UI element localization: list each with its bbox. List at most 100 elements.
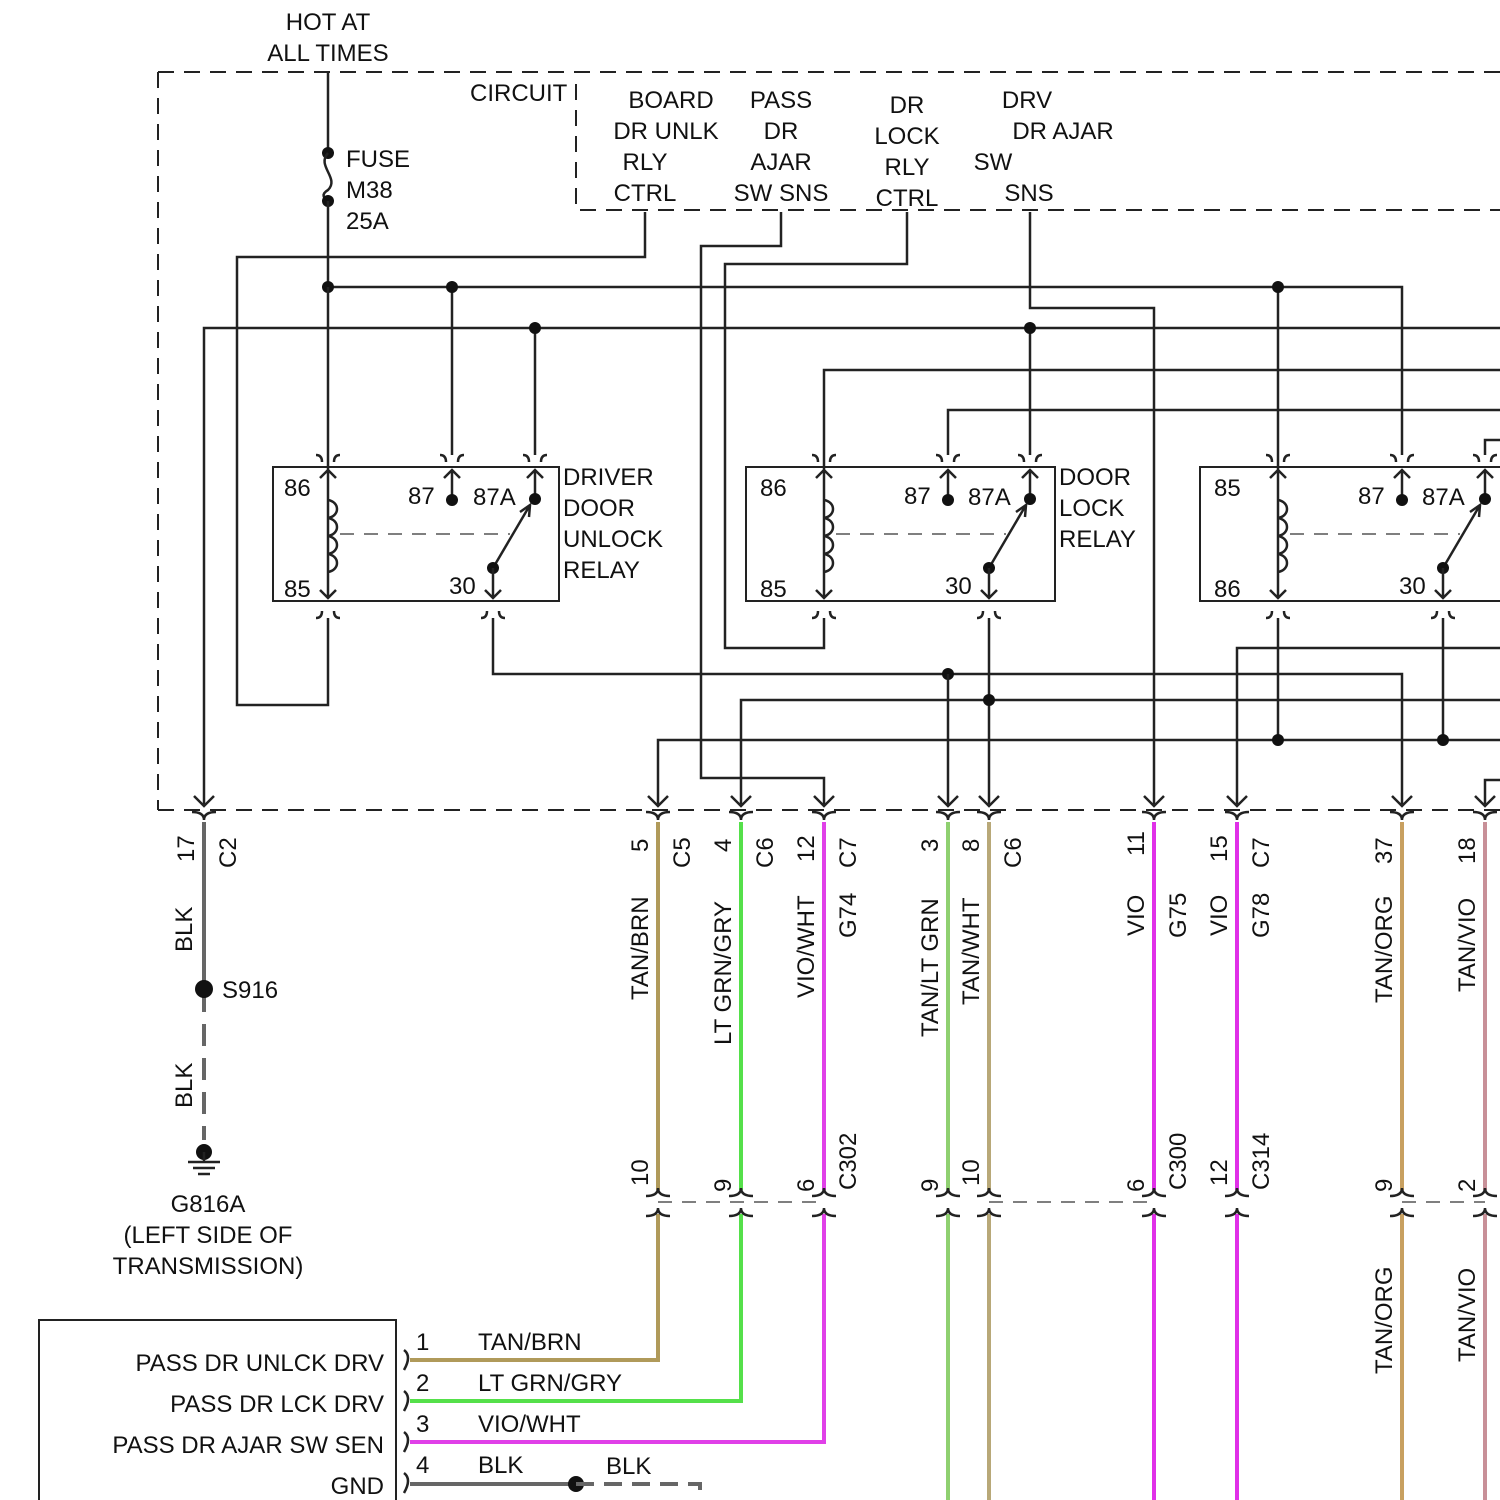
relay1-pin-86: 86 xyxy=(284,475,311,502)
wire-vio-2-label: VIO xyxy=(1206,895,1233,936)
relay3-pin-86: 86 xyxy=(1214,576,1241,603)
c2-wire: BLK xyxy=(171,907,198,952)
signal-drv-dr-ajar-line3: SW xyxy=(974,149,1013,176)
wire-tan-lt-grn-label: TAN/LT GRN xyxy=(917,898,944,1037)
relay3-pin-30: 30 xyxy=(1399,573,1426,600)
relay2-pin-85: 85 xyxy=(760,576,787,603)
pin-37: 37 xyxy=(1371,837,1398,864)
c5-wire: TAN/BRN xyxy=(627,896,654,1000)
c6b-conn: C6 xyxy=(1000,837,1027,868)
relay1-pin-87: 87 xyxy=(408,483,435,510)
signal-pass-dr-ajar-line4: SW SNS xyxy=(734,180,829,207)
splice-g74: G74 xyxy=(835,893,862,938)
relay2-pin-87: 87 xyxy=(904,483,931,510)
signal-drv-dr-ajar-line1: DRV xyxy=(1002,87,1052,114)
lower-connectors: 10 9 6 C302 9 10 6 C300 12 C314 9 2 TAN/… xyxy=(627,1133,1497,1374)
lower-conn-c300: C300 xyxy=(1165,1133,1192,1190)
signal-pass-dr-ajar-line2: DR xyxy=(764,118,799,145)
lower-pin-10a: 10 xyxy=(627,1159,654,1186)
relay1-pin-30: 30 xyxy=(449,573,476,600)
module-signal-labels: CIRCUIT BOARD DR UNLK RLY CTRL PASS DR A… xyxy=(470,80,1114,212)
pin-11: 11 xyxy=(1123,831,1150,856)
wire-vio-wht xyxy=(410,822,824,1442)
lower-conn-c314: C314 xyxy=(1248,1133,1275,1190)
wire-tan-brn xyxy=(410,822,658,1360)
signal-drv-dr-ajar-line2: DR AJAR xyxy=(1012,118,1113,145)
relay1-name-line4: RELAY xyxy=(563,557,640,584)
power-source: HOT AT ALL TIMES xyxy=(267,9,388,67)
power-label-line2: ALL TIMES xyxy=(267,40,388,67)
signal-pass-dr-ajar-line3: AJAR xyxy=(750,149,811,176)
module-pin-2: 2 xyxy=(416,1370,429,1397)
relay-door-lock: 86 87 87A 85 30 DOOR LOCK RELAY xyxy=(746,455,1136,618)
lower-wire-tan-vio: TAN/VIO xyxy=(1454,1268,1481,1362)
relay1-pin-87a: 87A xyxy=(473,484,516,511)
module-signal-lock: PASS DR LCK DRV xyxy=(170,1391,384,1418)
ground-name: G816A xyxy=(171,1191,246,1218)
module-signal-unlock: PASS DR UNLCK DRV xyxy=(135,1350,384,1377)
wire-lt-grn-gry xyxy=(410,822,741,1401)
relay3-pin-87: 87 xyxy=(1358,483,1385,510)
relay2-pin-87a: 87A xyxy=(968,484,1011,511)
wire-tan-org-label: TAN/ORG xyxy=(1371,895,1398,1003)
c7-pin: 12 xyxy=(793,835,820,862)
signal-dr-lock-line1: DR xyxy=(890,92,925,119)
signal-dr-lock-line2: LOCK xyxy=(874,123,939,150)
relay1-name-line2: DOOR xyxy=(563,495,635,522)
splice-s916-dot xyxy=(195,980,213,998)
signal-board-dr-unlk-line3: RLY xyxy=(623,149,668,176)
c6-conn: C6 xyxy=(752,837,779,868)
relay1-name-line3: UNLOCK xyxy=(563,526,663,553)
relay3-pin-87a: 87A xyxy=(1422,484,1465,511)
splice-g78: G78 xyxy=(1248,893,1275,938)
c2-conn: C2 xyxy=(215,837,242,868)
module-wire-lt-grn-gry: LT GRN/GRY xyxy=(478,1370,622,1397)
relay1-name-line1: DRIVER xyxy=(563,464,654,491)
signal-board-dr-unlk-line2: DR UNLK xyxy=(613,118,718,145)
fuse-label-line1: FUSE xyxy=(346,146,410,173)
module-pin-4: 4 xyxy=(416,1452,429,1479)
lower-pin-12: 12 xyxy=(1206,1159,1233,1186)
relay2-name-line2: LOCK xyxy=(1059,495,1124,522)
power-label-line1: HOT AT xyxy=(286,9,371,36)
relay2-name-line1: DOOR xyxy=(1059,464,1131,491)
splice-g75: G75 xyxy=(1165,893,1192,938)
fuse-label-line2: M38 xyxy=(346,177,393,204)
ground-location-line1: (LEFT SIDE OF xyxy=(124,1222,293,1249)
c2-pin: 17 xyxy=(173,835,200,862)
wire-tan-vio-label: TAN/VIO xyxy=(1454,898,1481,992)
lower-pin-6b: 6 xyxy=(1123,1179,1150,1192)
ground-g816a: S916 BLK G816A (LEFT SIDE OF TRANSMISSIO… xyxy=(113,977,304,1280)
upper-connector-arrows xyxy=(192,796,1497,820)
pin-15: 15 xyxy=(1206,835,1233,862)
circuit-label: CIRCUIT xyxy=(470,80,568,107)
lower-wire-tan-org: TAN/ORG xyxy=(1371,1266,1398,1374)
relay2-pin-86: 86 xyxy=(760,475,787,502)
relay-third: 85 87 87A 86 30 xyxy=(1200,455,1500,618)
splice-s916-label: S916 xyxy=(222,977,278,1004)
fuse-label-line3: 25A xyxy=(346,208,389,235)
ground-wire-label: BLK xyxy=(171,1063,198,1108)
signal-dr-lock-line3: RLY xyxy=(885,154,930,181)
lower-pin-2: 2 xyxy=(1454,1179,1481,1192)
wire-tan-wht-label: TAN/WHT xyxy=(958,897,985,1005)
module-wire-tan-brn: TAN/BRN xyxy=(478,1329,582,1356)
pin-18: 18 xyxy=(1454,837,1481,864)
module-pin-1: 1 xyxy=(416,1329,429,1356)
module-pin-3: 3 xyxy=(416,1411,429,1438)
signal-drv-dr-ajar-line4: SNS xyxy=(1004,180,1053,207)
lower-conn-c302: C302 xyxy=(835,1133,862,1190)
c7-wire: VIO/WHT xyxy=(793,895,820,998)
module-signal-gnd: GND xyxy=(331,1473,384,1500)
ground-location-line2: TRANSMISSION) xyxy=(113,1253,304,1280)
passenger-door-module: PASS DR UNLCK DRV PASS DR LCK DRV PASS D… xyxy=(39,1320,700,1500)
c7b-conn: C7 xyxy=(1248,837,1275,868)
pin-3: 3 xyxy=(917,839,944,852)
signal-board-dr-unlk-line1: BOARD xyxy=(628,87,713,114)
pin-8: 8 xyxy=(958,839,985,852)
signal-dr-lock-line4: CTRL xyxy=(876,185,939,212)
signal-board-dr-unlk-line4: CTRL xyxy=(614,180,677,207)
module-wire-blk-right: BLK xyxy=(606,1453,651,1480)
fuse-m38: FUSE M38 25A xyxy=(322,72,410,287)
